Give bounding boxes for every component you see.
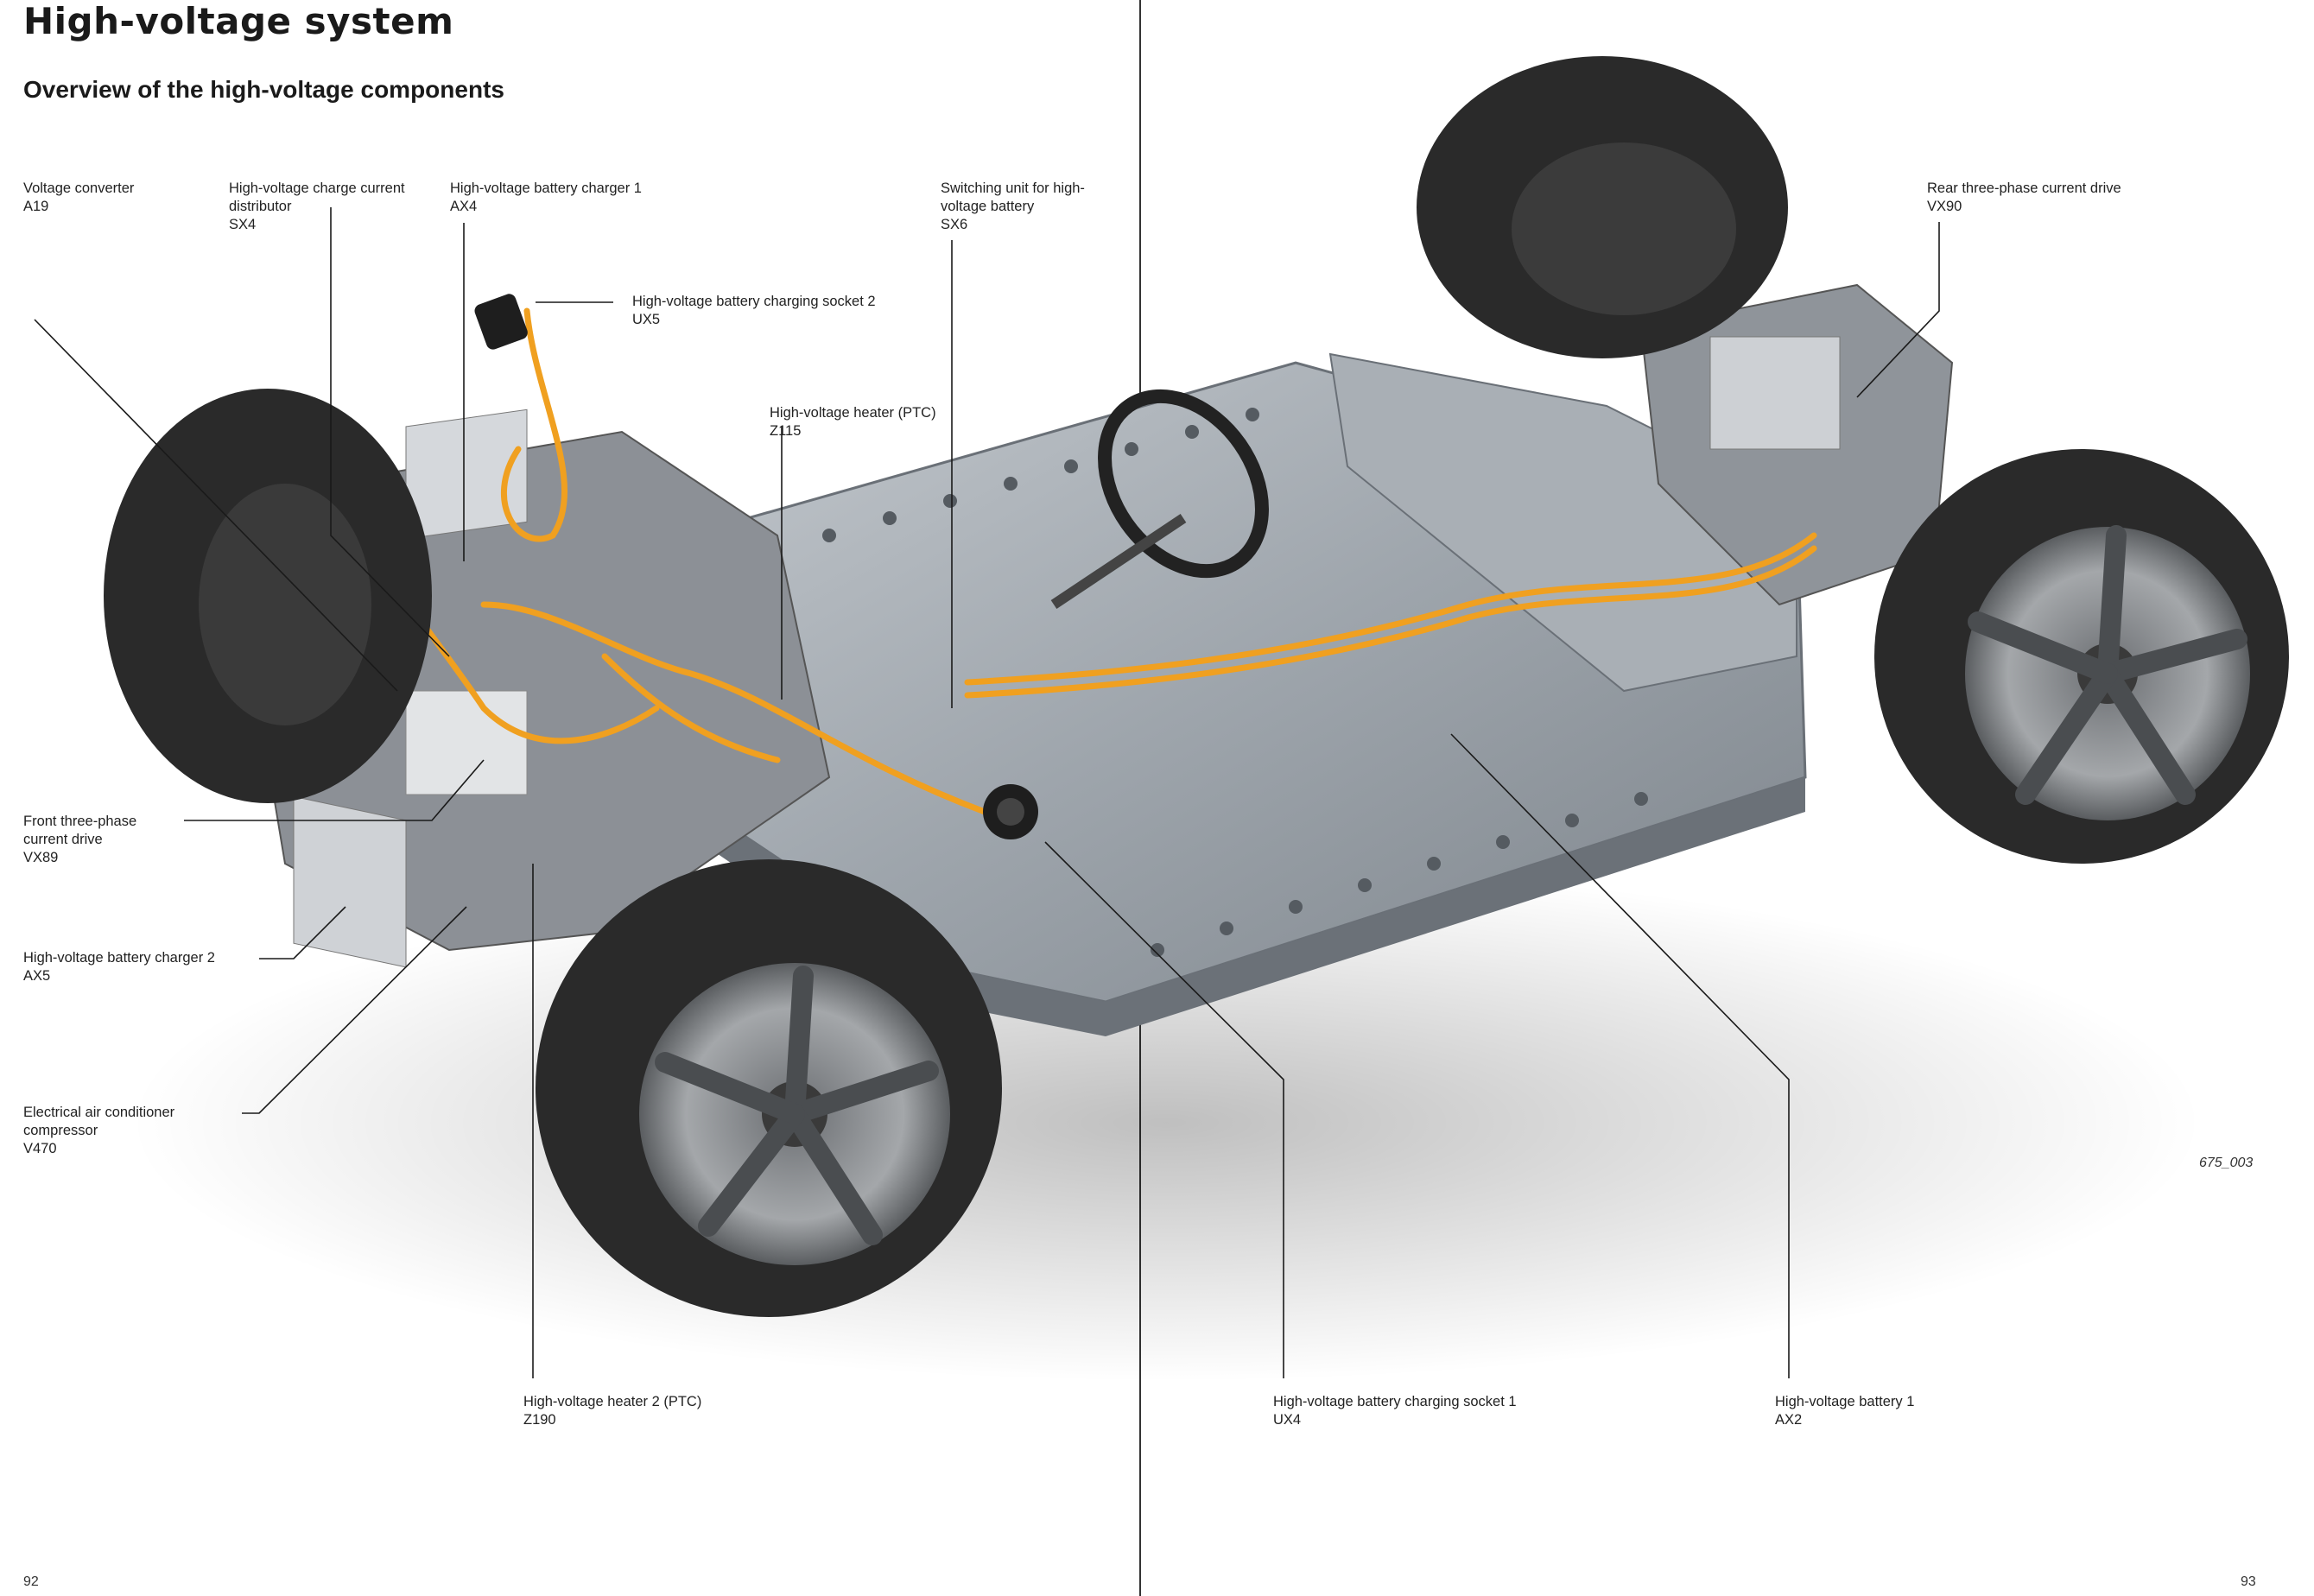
label-charger-2: High-voltage battery charger 2 AX5 <box>23 950 215 984</box>
wheel-rear-left <box>1417 56 1788 358</box>
leader-charge-distributor <box>330 207 450 657</box>
charging-socket-2 <box>474 294 528 350</box>
leader-charger-2 <box>259 906 346 960</box>
label-socket-1: High-voltage battery charging socket 1 U… <box>1273 1394 1517 1428</box>
front-drive-housing <box>405 690 528 795</box>
page-number-left: 92 <box>23 1574 39 1589</box>
label-switching-unit: Switching unit for high- voltage battery… <box>941 180 1085 232</box>
charger-2-box <box>293 795 407 968</box>
label-voltage-converter: Voltage converter A19 <box>23 180 135 214</box>
label-ac-compressor: Electrical air conditioner compressor V4… <box>23 1105 175 1156</box>
leader-battery <box>1450 733 1790 1378</box>
label-front-drive: Front three-phase current drive VX89 <box>23 814 137 865</box>
leader-ac-compressor <box>242 906 467 1114</box>
label-socket-2: High-voltage battery charging socket 2 U… <box>632 294 876 327</box>
label-heater: High-voltage heater (PTC) Z115 <box>770 405 936 439</box>
figure-reference: 675_003 <box>2199 1156 2254 1170</box>
charger-1-box <box>405 408 528 540</box>
label-charge-distributor: High-voltage charge current distributor … <box>229 180 405 232</box>
battery-module-hump <box>1328 352 1797 693</box>
leader-socket-1 <box>1044 841 1284 1378</box>
label-heater-2: High-voltage heater 2 (PTC) Z190 <box>523 1394 702 1428</box>
page-number-right: 93 <box>2241 1574 2256 1589</box>
label-charger-1: High-voltage battery charger 1 AX4 <box>450 180 642 214</box>
wheel-front-right <box>536 859 1002 1317</box>
leader-voltage-converter <box>34 319 398 692</box>
steering-wheel <box>1098 389 1269 579</box>
leader-rear-drive <box>1856 222 1940 398</box>
leader-front-drive <box>184 759 485 821</box>
wheel-front-left <box>104 389 432 803</box>
label-battery: High-voltage battery 1 AX2 <box>1775 1394 1915 1428</box>
hv-cable-main <box>964 532 1817 686</box>
page-subtitle: Overview of the high-voltage components <box>23 76 504 103</box>
page-title: High-voltage system <box>23 0 454 42</box>
label-rear-drive: Rear three-phase current drive VX90 <box>1927 180 2121 214</box>
